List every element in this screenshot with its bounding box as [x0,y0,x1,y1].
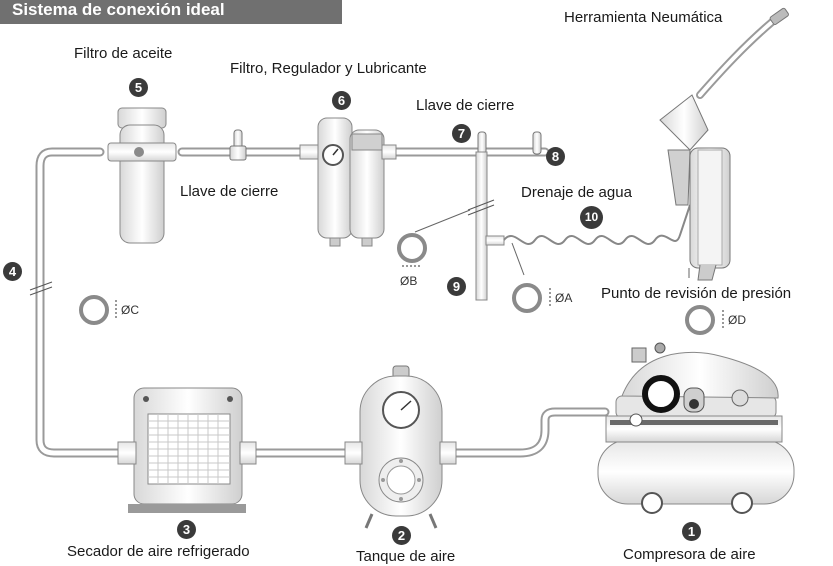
marker-8: 8 [546,147,565,166]
marker-1: 1 [682,522,701,541]
air-tank-drawing [344,365,457,529]
coil-hose-drawing [503,204,691,246]
oil-filter-drawing [107,107,177,244]
shutoff-valve-label: Llave de cierre [180,183,279,200]
marker-4: 4 [3,262,22,281]
diameter-a-label: ØA [555,291,573,305]
diameter-c-label: ØC [121,303,139,317]
shutoff-valve-label-top: Llave de cierre [416,97,515,114]
marker-6: 6 [332,91,351,110]
marker-3: 3 [177,520,196,539]
marker-9: 9 [447,277,466,296]
pneumatic-tool-label: Herramienta Neumática [564,9,723,26]
diameter-d-label: ØD [728,313,746,327]
air-tank-label: Tanque de aire [356,548,456,565]
pneumatic-tool-drawing [659,7,789,281]
dryer-drawing [117,387,257,513]
oil-filter-label: Filtro de aceite [74,45,173,62]
compressor-label: Compresora de aire [623,546,756,563]
diameter-rings [79,233,715,335]
water-drain-label: Drenaje de agua [521,184,632,201]
shutoff-valve-drawing-1 [229,129,247,161]
compressor-drawing [597,342,795,514]
marker-10: 10 [580,206,603,229]
frl-unit-drawing [299,117,397,247]
dryer-label: Secador de aire refrigerado [67,543,250,560]
frl-label: Filtro, Regulador y Lubricante [230,60,427,77]
diameter-b-label: ØB [400,274,418,288]
pressure-check-label: Punto de revisión de presión [601,285,792,302]
marker-7: 7 [452,124,471,143]
marker-2: 2 [392,526,411,545]
diagram-title: Sistema de conexión ideal [0,0,342,24]
marker-5: 5 [129,78,148,97]
drop-pipe-drawing [414,131,542,301]
